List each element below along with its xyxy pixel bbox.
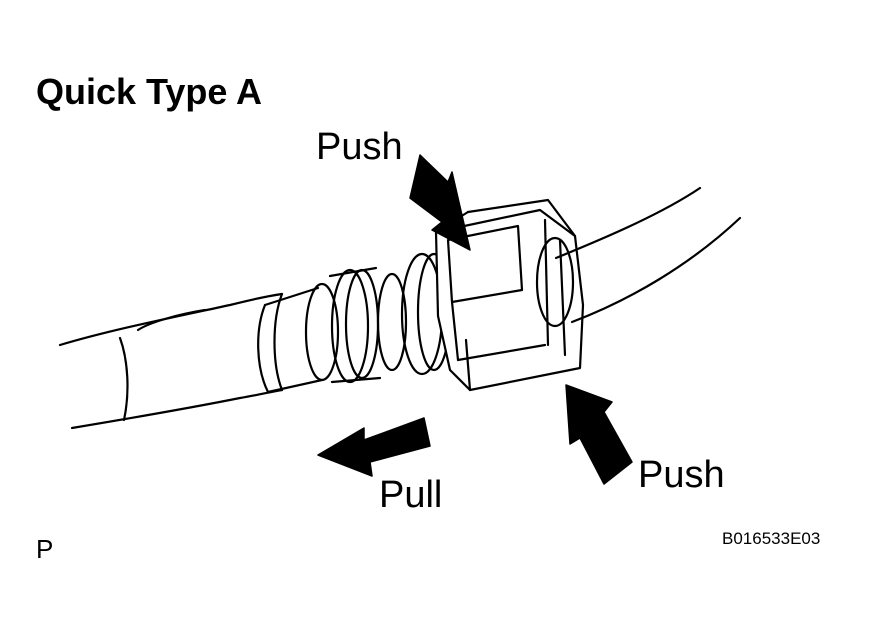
arrow-down-right-icon bbox=[409, 154, 471, 251]
metal-pipe-spigot bbox=[257, 252, 452, 394]
figure-code: B016533E03 bbox=[722, 529, 821, 548]
rubber-hose bbox=[58, 292, 284, 430]
pull-label: Pull bbox=[379, 474, 443, 516]
arrow-left-icon bbox=[317, 417, 431, 477]
diagram-title: Quick Type A bbox=[36, 71, 263, 112]
arrow-up-left-icon bbox=[565, 384, 633, 485]
quick-connector-body bbox=[434, 198, 585, 392]
corner-mark: P bbox=[36, 534, 54, 564]
nylon-tube bbox=[554, 186, 742, 324]
push-label-top: Push bbox=[316, 126, 403, 168]
push-label-bottom: Push bbox=[638, 454, 725, 496]
